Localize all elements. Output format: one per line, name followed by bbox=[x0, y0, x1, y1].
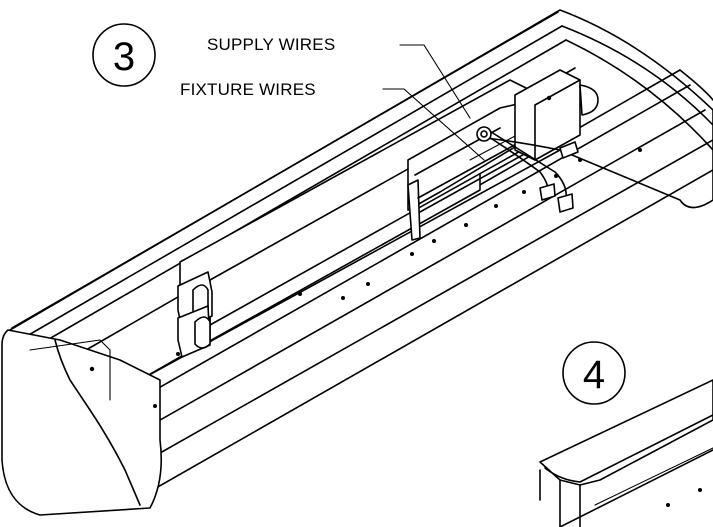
fixture-wires-label: FIXTURE WIRES bbox=[180, 80, 316, 99]
step-4-badge: 4 bbox=[562, 341, 626, 405]
fixture-wires-callout: FIXTURE WIRES bbox=[180, 80, 485, 161]
step-4-number: 4 bbox=[583, 353, 605, 397]
supply-wires-label: SUPPLY WIRES bbox=[207, 35, 335, 54]
end-cap bbox=[1, 329, 163, 516]
step-3-number: 3 bbox=[113, 35, 135, 79]
step-3-badge: 3 bbox=[92, 23, 156, 87]
lens-cover bbox=[539, 379, 713, 527]
junction-box bbox=[514, 69, 599, 161]
wire-bundle bbox=[476, 126, 579, 213]
supply-wires-callout: SUPPLY WIRES bbox=[207, 35, 471, 119]
